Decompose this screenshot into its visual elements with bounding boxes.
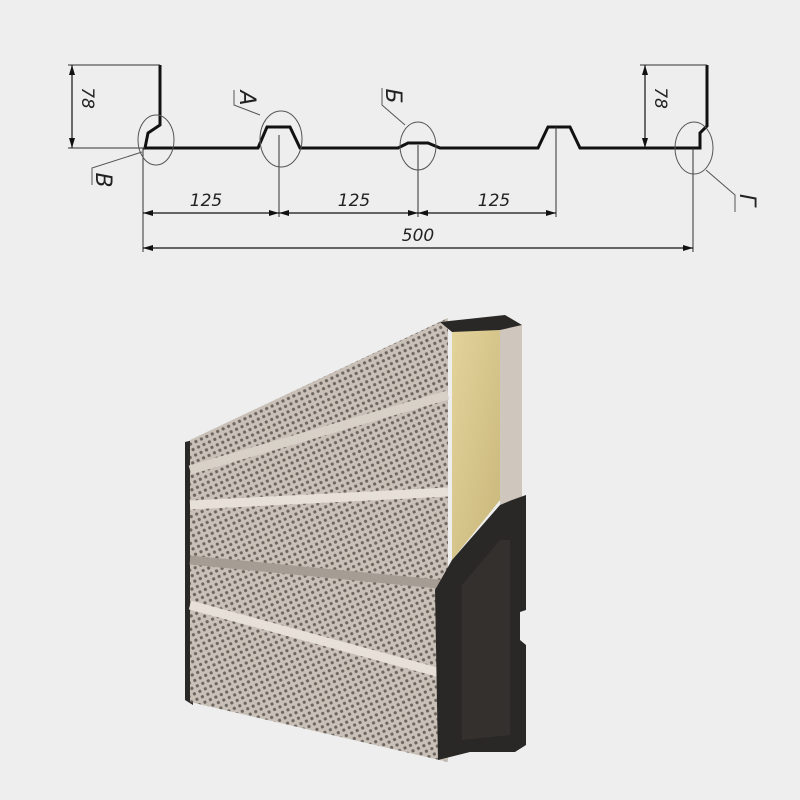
detail-circle-a — [259, 110, 303, 168]
dim-pitch-3: 125 — [478, 191, 510, 211]
callout-v: В — [90, 172, 115, 187]
callout-b: Б — [380, 88, 405, 103]
dim-total-width: 500 — [402, 226, 434, 246]
extension-lines — [68, 64, 707, 252]
dim-pitch-2: 125 — [338, 191, 370, 211]
detail-circle-b — [399, 121, 437, 171]
panel-back-sheet — [500, 325, 522, 510]
panel-profile-line — [143, 65, 709, 150]
insulation-core — [452, 322, 500, 560]
panel-render — [185, 315, 526, 762]
arrowheads — [69, 65, 693, 251]
end-cap-highlight — [462, 540, 510, 740]
callout-a: А — [234, 88, 259, 105]
panel-perforated-face — [190, 318, 448, 762]
dimension-labels: 78 78 125 125 125 500 А Б В Г — [77, 87, 759, 246]
detail-circle-g — [674, 121, 714, 175]
detail-circle-v — [137, 114, 175, 166]
dim-height-right: 78 — [650, 87, 670, 109]
profile-drawing — [68, 64, 736, 252]
dim-pitch-1: 125 — [190, 191, 222, 211]
dimension-lines — [71, 65, 693, 249]
dim-height-left: 78 — [77, 87, 97, 109]
panel-ribs — [188, 390, 450, 680]
detail-circles — [91, 88, 736, 212]
panel-top-edge — [440, 315, 522, 332]
callout-g: Г — [734, 194, 759, 208]
